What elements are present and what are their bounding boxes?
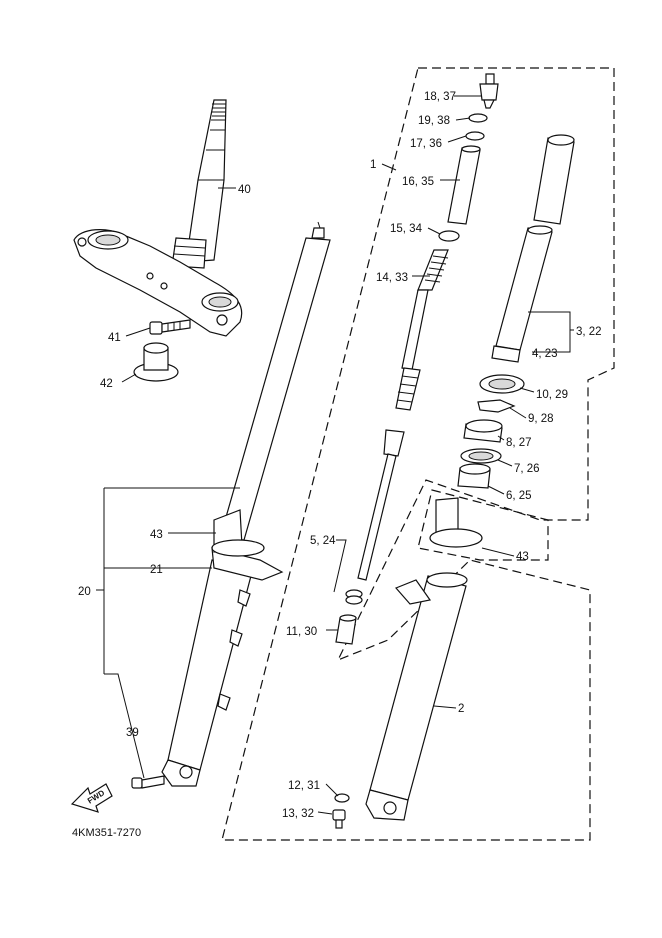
- callout-1: 1: [370, 159, 376, 171]
- callout-11-30: 11, 30: [286, 626, 317, 638]
- steering-stem: [171, 99, 227, 269]
- washer-17-36: [465, 131, 485, 141]
- callout-6-25: 6, 25: [506, 490, 532, 502]
- callout-10-29: 10, 29: [536, 389, 568, 401]
- callout-labels: 1 18, 37 19, 38 17, 36 16, 35 15, 34 14,…: [72, 91, 602, 839]
- left-dust-seal-43: [211, 509, 265, 557]
- right-inner-tube-3-22: [491, 225, 553, 363]
- cap-bolt-18-37: [479, 73, 499, 109]
- callout-5-24: 5, 24: [310, 535, 336, 547]
- damper-rod-5-24: [357, 429, 405, 581]
- callout-8-27: 8, 27: [506, 437, 532, 449]
- callout-40: 40: [238, 184, 251, 196]
- callout-2: 2: [458, 703, 464, 715]
- o-ring-19-38: [468, 113, 488, 123]
- callout-21: 21: [150, 564, 163, 576]
- callout-43-right: 43: [516, 551, 529, 563]
- callout-43-left: 43: [150, 529, 163, 541]
- callout-41: 41: [108, 332, 121, 344]
- left-inner-tube: [219, 221, 331, 541]
- callout-18-37: 18, 37: [424, 91, 456, 103]
- right-dust-seal-43: [429, 497, 483, 548]
- callout-3-22: 3, 22: [576, 326, 602, 338]
- callout-7-26: 7, 26: [514, 463, 540, 475]
- seal-kit-dashed-outline: [417, 489, 549, 561]
- slide-metal-7-26: [460, 448, 502, 464]
- left-outer-tube: [161, 547, 284, 787]
- callout-19-38: 19, 38: [418, 115, 450, 127]
- circlip-9-28: [477, 399, 516, 413]
- leader-lines: [96, 95, 574, 815]
- bolt-41: [149, 319, 191, 335]
- callout-14-33: 14, 33: [376, 272, 408, 284]
- under-bracket: [73, 229, 243, 337]
- callout-13-32: 13, 32: [282, 808, 314, 820]
- callout-15-34: 15, 34: [390, 223, 423, 235]
- oil-seal-10-29: [479, 374, 525, 394]
- callout-39: 39: [126, 727, 139, 739]
- piston-metal-6-25: [457, 463, 491, 489]
- callout-12-31: 12, 31: [288, 780, 320, 792]
- washer-8-27: [463, 419, 503, 443]
- collar-42: [133, 342, 179, 382]
- callout-42: 42: [100, 378, 113, 390]
- right-inner-tube-upper: [533, 134, 575, 225]
- bolt-39: [131, 775, 165, 789]
- callout-20: 20: [78, 586, 91, 598]
- bolt-13-32: [332, 809, 346, 829]
- fwd-arrow-icon: [70, 783, 113, 813]
- rebound-spring-part: [345, 589, 363, 605]
- gasket-12-31: [334, 793, 350, 803]
- spacer-16-35: [447, 145, 481, 225]
- callout-17-36: 17, 36: [410, 138, 442, 150]
- callout-16-35: 16, 35: [402, 176, 434, 188]
- taper-spindle-11-30: [335, 614, 357, 645]
- fork-kit-dashed-outline: [221, 67, 615, 841]
- callout-9-28: 9, 28: [528, 413, 554, 425]
- callout-4-23: 4, 23: [532, 348, 558, 360]
- diagram-code: 4KM351-7270: [72, 827, 141, 839]
- washer-15-34: [438, 230, 460, 242]
- right-outer-tube-2: [365, 572, 468, 821]
- fork-spring-14-33: [395, 249, 449, 411]
